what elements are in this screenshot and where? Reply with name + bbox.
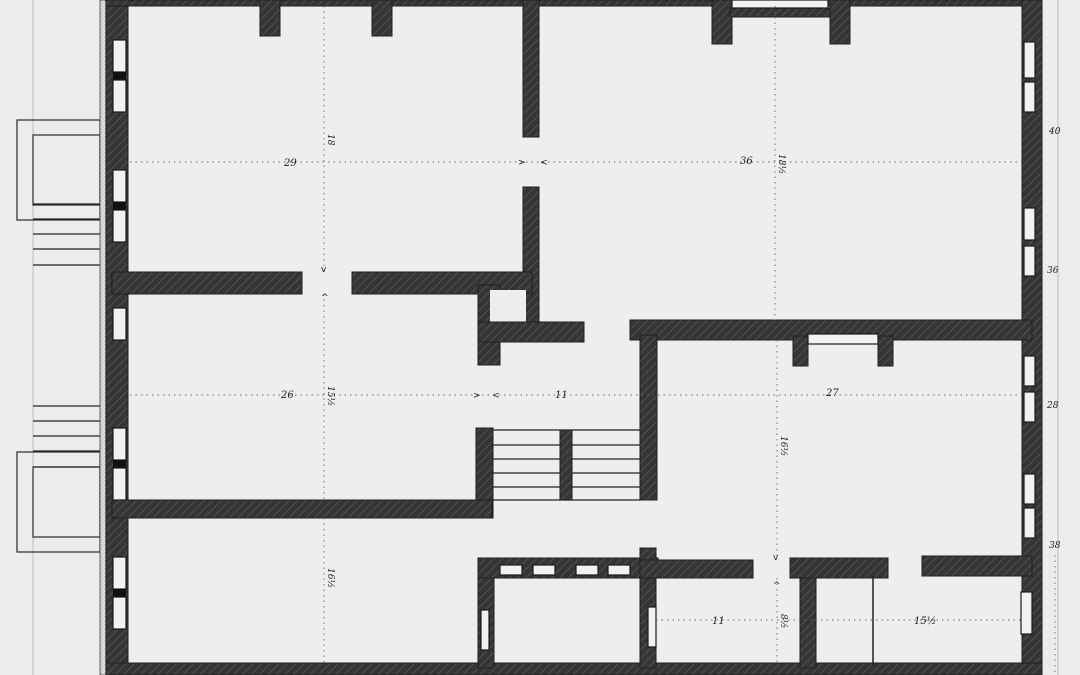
svg-text:v: v [773,553,779,563]
direction-arrows: > < v ^ > < v ^ [321,158,781,591]
dimension-lines [130,6,1022,663]
dim-room-mid-right-width: 27 [825,388,839,399]
dim-stair-hall-width: 11 [555,390,568,401]
right-facade-windows [1020,41,1036,635]
dim-room-bottom-small-depth: 8½ [778,614,789,628]
svg-text:36: 36 [1047,266,1059,276]
dim-room-top-right-width: 36 [740,156,753,167]
svg-text:^: ^ [321,293,329,303]
svg-text:^: ^ [773,581,781,591]
svg-text:v: v [321,265,327,275]
dim-room-mid-right-depth: 16½ [778,436,789,456]
dim-room-top-right-depth: 18½ [776,154,787,174]
svg-text:>: > [473,391,481,401]
dim-room-bottom-right-width: 15½ [914,616,936,627]
dim-room-bottom-left-depth: 16½ [325,568,336,588]
central-staircase [493,429,640,501]
dimension-labels: 29 18 36 18½ 26 15½ 11 27 16½ 16½ 11 8½ … [280,134,936,628]
left-facade-windows [112,39,127,630]
svg-text:28: 28 [1046,401,1059,411]
svg-text:<: < [540,158,548,168]
top-wall-pilasters [259,0,851,45]
dim-room-top-left-width: 29 [283,158,297,169]
svg-text:>: > [518,158,526,168]
svg-text:38: 38 [1049,541,1061,551]
lower-corridor-openings [480,564,657,651]
dim-room-mid-left-width: 26 [280,390,294,401]
svg-text:<: < [492,391,500,401]
svg-text:40: 40 [1048,127,1061,137]
dim-room-top-left-depth: 18 [325,134,335,146]
dim-room-mid-left-depth: 15½ [325,386,336,406]
dim-room-bottom-small-width: 11 [712,616,725,627]
right-margin-marks: 40 36 28 38 [1046,127,1061,675]
